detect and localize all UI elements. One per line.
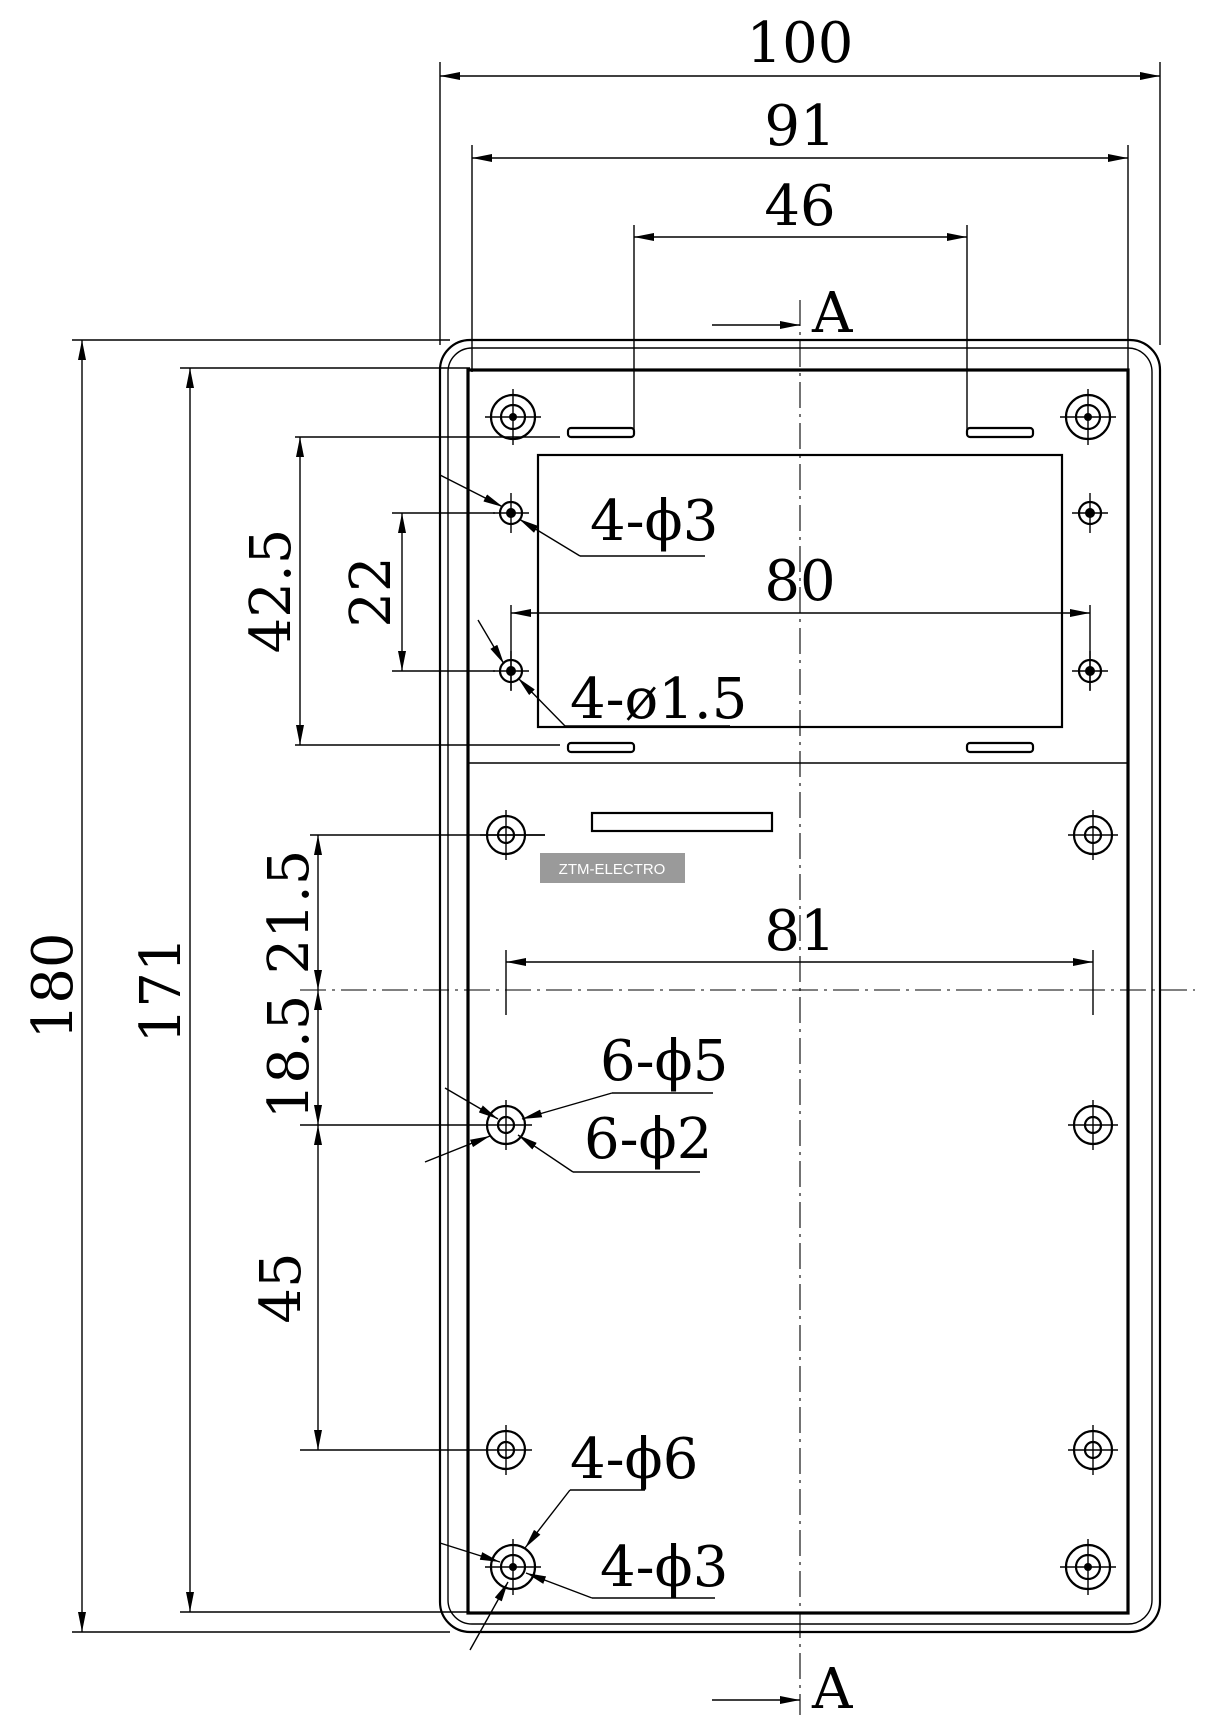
- dim-width-inner: 91: [471, 94, 1129, 372]
- centerlines: [300, 300, 1195, 1715]
- dim-display-height-label: 42.5: [239, 529, 304, 654]
- dim-display-pitch: 22: [339, 512, 495, 672]
- callout-display-large-label: 4-ϕ3: [590, 489, 718, 554]
- section-bottom-label: A: [811, 1657, 853, 1719]
- callout-display-small: 4-ø1.5: [477, 619, 747, 732]
- callout-mid: 6-ϕ5 6-ϕ2: [424, 1029, 728, 1173]
- dim-height-overall: 180: [21, 339, 450, 1633]
- dim-width-inner-label: 91: [764, 94, 835, 159]
- callout-mid-outer-label: 6-ϕ5: [600, 1029, 728, 1094]
- dim-width-overall-label: 100: [747, 11, 854, 76]
- dim-display-span-label: 80: [764, 549, 835, 614]
- dim-offset-lower-label: 18.5: [257, 995, 322, 1120]
- section-top-label: A: [811, 281, 853, 346]
- dim-width-slots-label: 46: [764, 174, 835, 239]
- dim-height-inner: 171: [129, 367, 470, 1613]
- callout-corner-outer-label: 4-ϕ6: [570, 1427, 698, 1492]
- dim-lower-span-label: 81: [764, 899, 835, 964]
- dim-height-inner-label: 171: [129, 937, 194, 1044]
- dim-pitch-45-label: 45: [249, 1252, 314, 1323]
- callout-display-small-label: 4-ø1.5: [570, 667, 747, 732]
- dim-width-overall: 100: [439, 11, 1161, 345]
- dim-offset-upper-label: 21.5: [257, 850, 322, 975]
- dim-display-height: 42.5: [239, 436, 560, 746]
- dim-offset-lower: 18.5: [257, 990, 322, 1125]
- section-mark-bottom: A: [712, 1657, 853, 1719]
- dim-display-span: 80: [510, 549, 1091, 690]
- section-mark-top: A: [712, 281, 853, 346]
- callout-corner-inner-label: 4-ϕ3: [600, 1535, 728, 1600]
- watermark: ZTM-ELECTRO: [540, 853, 685, 883]
- callout-display-large: 4-ϕ3: [439, 474, 718, 557]
- dim-width-slots: 46: [633, 174, 968, 430]
- dim-offset-upper: 21.5: [257, 835, 322, 990]
- dim-lower-extensions: [300, 834, 545, 1451]
- dim-pitch-45: 45: [249, 1125, 322, 1450]
- watermark-text: ZTM-ELECTRO: [559, 861, 666, 878]
- enclosure-outline: [438, 338, 1162, 1634]
- dim-height-overall-label: 180: [21, 933, 86, 1040]
- slots: [566, 426, 1035, 833]
- callout-mid-inner-label: 6-ϕ2: [584, 1107, 712, 1172]
- callout-corner: 4-ϕ6 4-ϕ3: [439, 1427, 728, 1651]
- dim-lower-span: 81: [505, 899, 1094, 1015]
- dim-display-pitch-label: 22: [339, 556, 404, 627]
